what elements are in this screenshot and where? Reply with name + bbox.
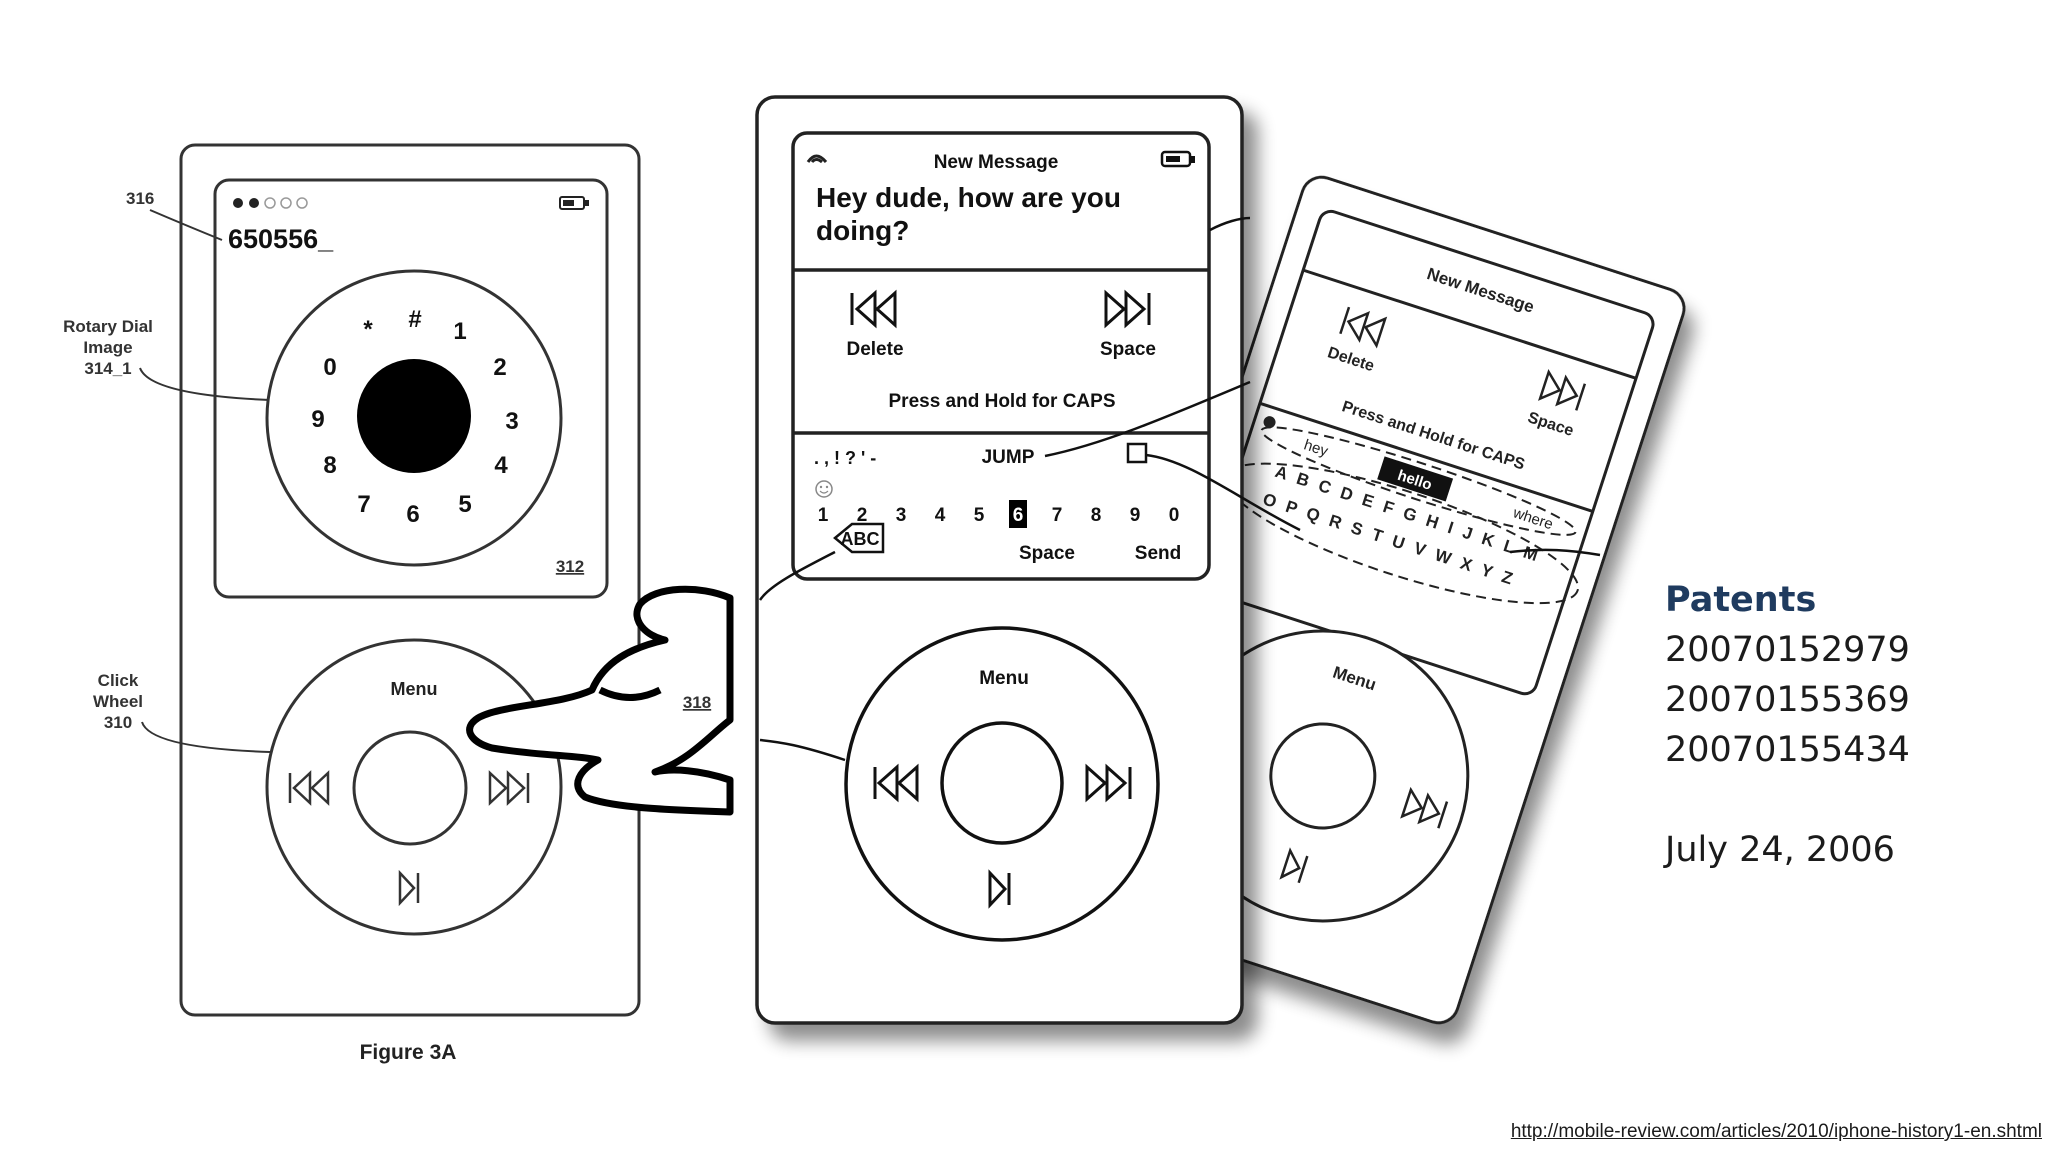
fig-b-emoji-icon [815,480,833,498]
fig-b-jump-label: JUMP [982,447,1035,468]
hand-illustration [466,585,734,816]
fig-b-rewind-icon [873,763,919,803]
fig-a-dial-char: 5 [458,491,471,518]
fig-b-wheel-menu: Menu [979,668,1029,689]
fig-a-play-pause-icon [398,869,420,907]
fig-a-dial-char: 4 [494,452,508,479]
fig-b-digit-key: 8 [1091,505,1102,526]
patent-number-3: 20070155434 [1665,730,1910,770]
fig-b-space-key: Space [1019,543,1075,564]
fig-b-wheel-center [940,721,1064,845]
fig-c-wheel-forward-icon [1400,786,1449,829]
fig-a-dial-chars: * #12 3 45 6 78 9 0 [311,306,518,528]
patent-number-1: 20070152979 [1665,630,1910,670]
fig-b-checkbox [1126,442,1148,464]
fig-a-wheel-label-1: Click [98,671,139,690]
fig-a-dial-number: 650556_ [228,224,334,254]
fig-b-selected-digit-highlight [1009,500,1027,528]
fig-b-digit-row: 1 2 3 4 5 6 7 8 9 0 [818,500,1180,528]
fig-b-caps-hint: Press and Hold for CAPS [889,391,1116,412]
fig-a-dial-char: * [363,316,373,343]
fig-a-rewind-icon [288,770,330,806]
fig-a-wheel-label-2: Wheel [93,692,143,711]
fig-a-dial-char: 1 [453,318,466,345]
fig-c-forward-icon [1538,368,1587,411]
fig-b-title: New Message [934,152,1059,173]
fig-b-digit-key: 2 [857,505,868,526]
fig-b-abc-label: ABC [841,529,880,549]
fig-a-dial-center [357,359,471,473]
fig-b-battery-icon [1160,150,1195,168]
figure-3b-device: New Message Hey dude, how are you doing?… [755,95,1244,1025]
fig-a-rotary-label-3: 314_1 [84,359,131,378]
fig-b-digit-key: 4 [935,505,946,526]
fig-a-dial-char: # [408,306,421,333]
patent-number-2: 20070155369 [1665,680,1910,720]
fig-b-delete-label: Delete [846,339,903,360]
fig-c-rewind-icon [1339,306,1388,349]
fig-a-dial-char: 7 [357,491,370,518]
fig-b-message-line-2: doing? [816,215,909,246]
fig-a-wheel-menu: Menu [391,679,438,699]
fig-b-digit-key: 0 [1169,505,1180,526]
fig-b-wifi-icon [806,154,828,164]
fig-b-digit-key: 1 [818,505,829,526]
fig-a-label-316: 316 [126,189,154,208]
fig-a-dial-char: 6 [406,501,419,528]
fig-a-dial-char: 3 [505,408,518,435]
fig-b-forward-icon [1085,763,1132,803]
fig-b-send-key: Send [1135,543,1181,564]
fig-a-dial-char: 2 [493,354,506,381]
fig-b-digit-key: 3 [896,505,907,526]
fig-a-wheel-label-3: 310 [104,713,132,732]
figure-3a-device: 316 650556_ Rotary Dial Image 314_1 * #12… [63,143,734,1064]
fig-b-play-pause-icon [988,869,1011,909]
patents-heading: Patents [1665,580,1817,620]
fig-a-dial-char: 0 [323,354,336,381]
fig-b-digit-key: 7 [1052,505,1063,526]
fig-b-digit-key: 5 [974,505,985,526]
fig-b-space-label: Space [1100,339,1156,360]
connector-lines [758,216,1601,762]
fig-a-rotary-label-1: Rotary Dial [63,317,153,336]
fig-b-punctuation: . , ! ? ' - [814,448,876,468]
fig-a-dial-char: 8 [323,452,336,479]
fig-b-digit-key: 6 [1013,505,1024,526]
fig-b-abc-key: ABC [833,522,885,554]
fig-a-label-318: 318 [683,693,711,712]
fig-a-rotary-label-2: Image [83,338,132,357]
fig-a-signal-icon [233,197,308,209]
fig-a-label-312: 312 [556,557,584,576]
fig-a-caption: Figure 3A [360,1041,457,1064]
fig-a-forward-icon [488,770,530,806]
fig-c-suggestion-hey: hey [1302,436,1331,460]
fig-a-dial-char: 9 [311,406,324,433]
fig-a-battery-icon [559,196,589,210]
fig-b-message-line-1: Hey dude, how are you [816,182,1121,213]
source-url-link[interactable]: http://mobile-review.com/articles/2010/i… [1510,1121,2042,1142]
fig-b-space-icon [1104,289,1151,329]
fig-a-wheel-center [352,730,468,846]
fig-b-delete-icon [850,289,897,329]
patent-date: July 24, 2006 [1665,830,1895,870]
fig-c-wheel-play-icon [1279,847,1309,884]
fig-b-digit-key: 9 [1130,505,1141,526]
